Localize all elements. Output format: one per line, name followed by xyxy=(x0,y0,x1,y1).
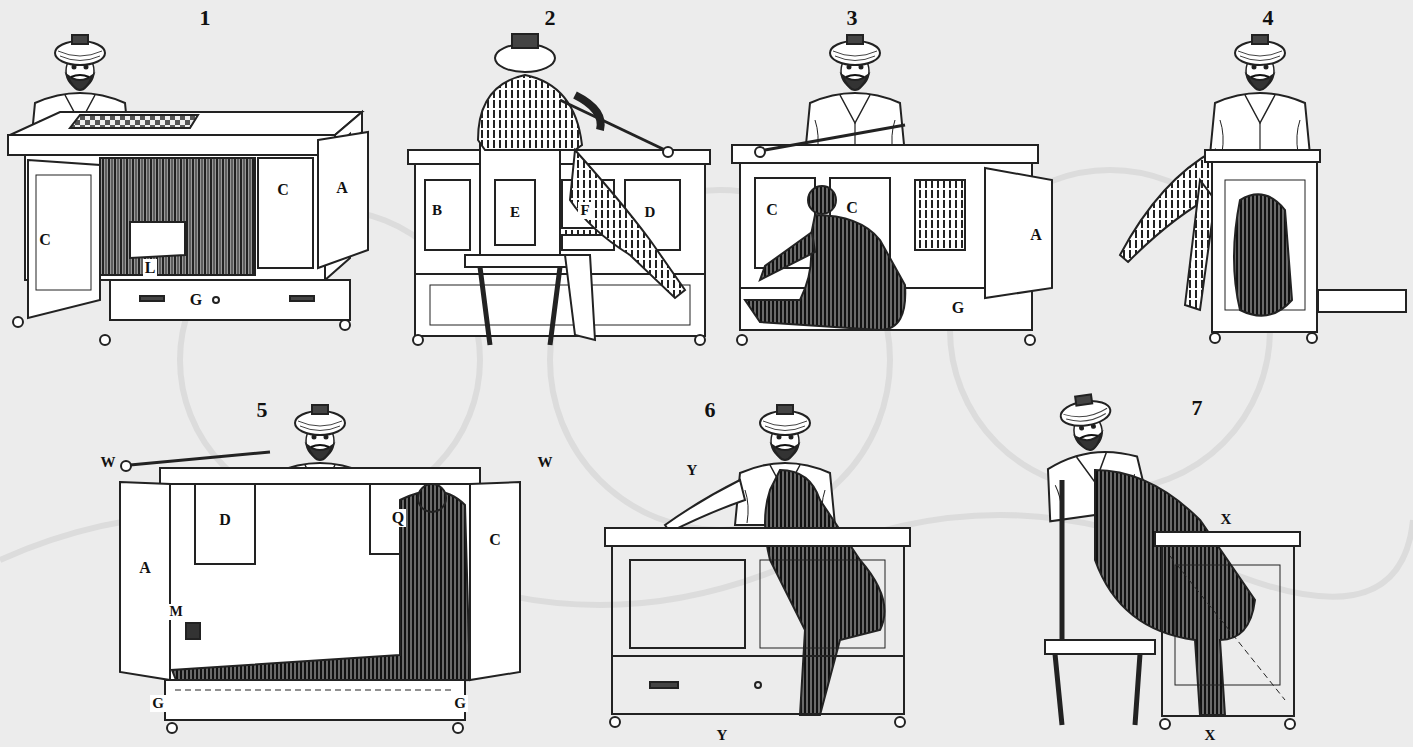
part-letter: G xyxy=(452,695,468,712)
figure-2 xyxy=(408,34,710,345)
part-letter: C xyxy=(37,231,53,249)
figure-number: 2 xyxy=(543,6,558,30)
figure-number: 7 xyxy=(1190,396,1205,420)
figure-number: 3 xyxy=(845,6,860,30)
figure-number: 6 xyxy=(703,398,718,422)
part-letter: M xyxy=(167,604,184,620)
part-letter: B xyxy=(430,202,444,219)
figure-number: 4 xyxy=(1261,6,1276,30)
part-letter: A xyxy=(1028,226,1044,244)
part-letter: X xyxy=(1219,511,1234,528)
part-letter: C xyxy=(764,201,780,219)
figure-number: 5 xyxy=(255,398,270,422)
figure-4 xyxy=(1120,35,1406,343)
figure-6 xyxy=(605,405,910,727)
part-letter: G xyxy=(150,695,166,712)
figure-number: 1 xyxy=(198,6,213,30)
part-letter: G xyxy=(188,291,204,309)
part-letter: A xyxy=(137,559,153,577)
part-letter: C xyxy=(844,199,860,217)
part-letter: W xyxy=(99,454,118,471)
figure-1 xyxy=(8,35,368,345)
part-letter: D xyxy=(217,511,233,529)
part-letter: L xyxy=(143,259,158,277)
part-letter: Y xyxy=(685,462,700,479)
part-letter: X xyxy=(1203,727,1218,744)
part-letter: Y xyxy=(715,727,730,744)
part-letter: C xyxy=(487,531,503,549)
part-letter: C xyxy=(275,181,291,199)
figure-5 xyxy=(120,405,520,733)
part-letter: F xyxy=(578,202,591,219)
part-letter: G xyxy=(950,299,966,317)
part-letter: W xyxy=(536,454,555,471)
figure-7 xyxy=(1034,389,1300,729)
figure-3 xyxy=(732,35,1052,345)
part-letter: D xyxy=(643,204,658,221)
part-letter: E xyxy=(508,204,522,221)
part-letter: A xyxy=(334,179,350,197)
part-letter: Q xyxy=(390,509,406,527)
